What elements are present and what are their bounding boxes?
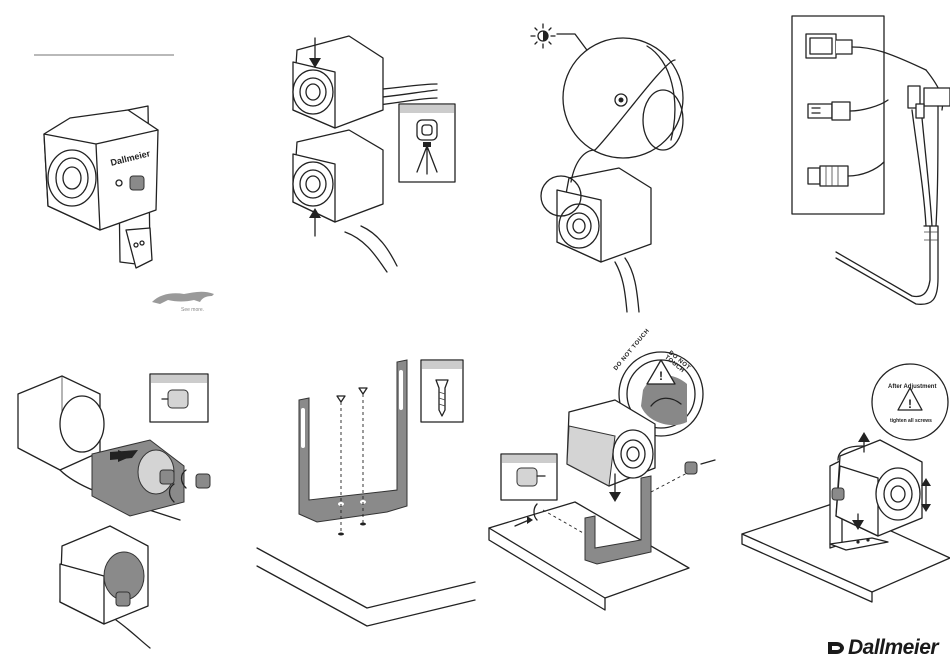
bracket-fixing-illustration <box>237 330 475 660</box>
wood-screw-icon <box>337 388 367 402</box>
adjustment-illustration: ! <box>712 330 950 660</box>
brightness-icon <box>531 24 555 48</box>
thumbscrew-icon <box>150 374 208 422</box>
bracket-mount-illustration <box>0 330 237 660</box>
orientation-illustration <box>237 0 475 330</box>
panel-connectors <box>712 0 950 330</box>
panel-brightness <box>475 0 712 330</box>
badge-line2: tighten all screws <box>890 418 932 424</box>
panel-bracket-mount <box>0 330 237 660</box>
brightness-illustration <box>475 0 712 330</box>
panther-logo-icon <box>150 288 220 308</box>
svg-text:!: ! <box>659 369 663 383</box>
tripod-icon <box>399 104 455 182</box>
connectors-illustration <box>712 0 950 330</box>
panel-orientation <box>237 0 475 330</box>
panel-adjustment: ! After Adjustment tighten all screws Da… <box>712 330 950 660</box>
panel-bracket-fixing <box>237 330 475 660</box>
panel-do-not-touch: ! DO NOT TOUCH DO NOT TOUCH <box>475 330 712 660</box>
do-not-touch-illustration: ! <box>475 330 712 660</box>
warning-icon: ! <box>872 364 948 440</box>
dallmeier-logo-icon <box>826 638 846 658</box>
svg-text:!: ! <box>908 397 912 411</box>
panel-cover: Dallmeier See more. <box>0 0 237 330</box>
dallmeier-logo-text: Dallmeier <box>848 636 938 660</box>
tagline: See more. <box>181 307 204 313</box>
badge-line1: After Adjustment <box>888 384 936 390</box>
